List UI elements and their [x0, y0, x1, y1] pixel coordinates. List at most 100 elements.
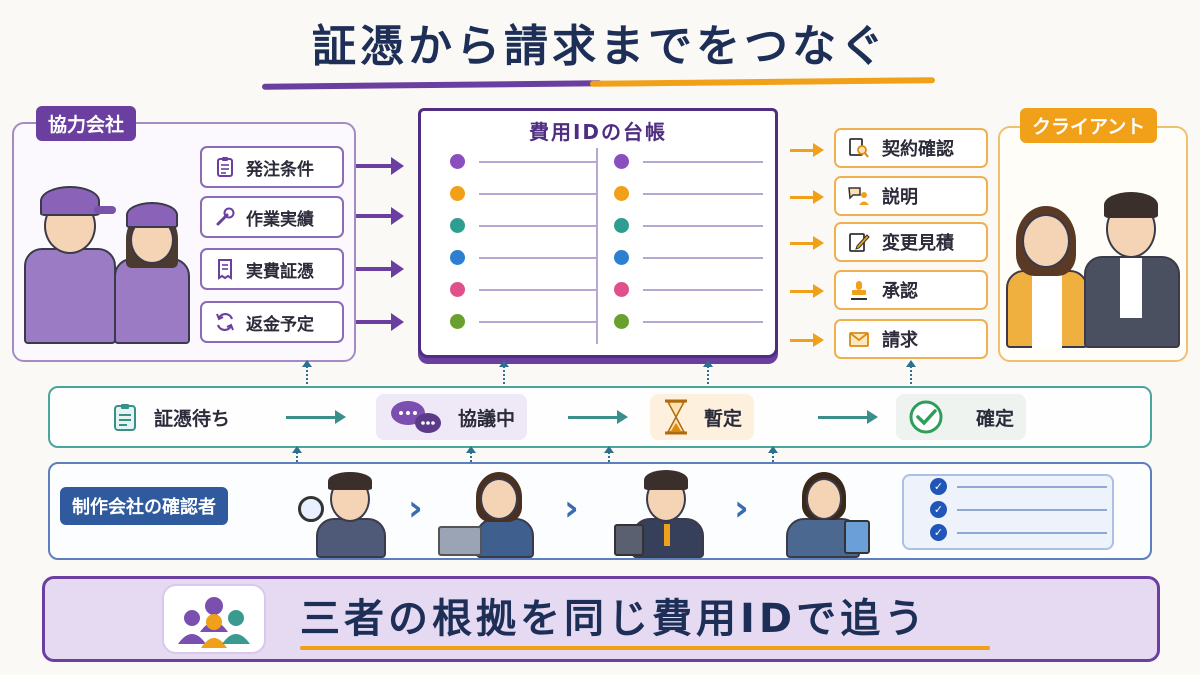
- hourglass-icon: [662, 399, 690, 435]
- status-label: 証憑待ち: [154, 407, 231, 430]
- ledger-row: [614, 314, 763, 329]
- status-label: 協議中: [458, 407, 516, 430]
- status-confirmed[interactable]: 確定: [896, 394, 1027, 440]
- ledger-line: [643, 288, 763, 291]
- client-item-label: 契約確認: [882, 139, 954, 160]
- client-item-approval[interactable]: 承認: [834, 270, 988, 310]
- ledger-row: [614, 250, 763, 265]
- client-item-change-estimate[interactable]: 変更見積: [834, 222, 988, 262]
- flow-arrow: [568, 410, 628, 424]
- status-label: 確定: [976, 407, 1015, 430]
- ledger-row: [450, 250, 597, 265]
- dotted-arrow-up: [604, 446, 614, 470]
- ledger-dot: [614, 250, 629, 265]
- partner-item-label: 返金予定: [246, 314, 314, 335]
- partner-item-work-results[interactable]: 作業実績: [200, 196, 344, 238]
- ledger-dot: [450, 314, 465, 329]
- summary-text: 三者の根拠を同じ費用IDで追う: [300, 596, 929, 642]
- ledger-line: [479, 224, 597, 227]
- chat-person-icon: [848, 185, 870, 207]
- ledger-dot: [450, 154, 465, 169]
- checklist-row: ✓: [930, 501, 1107, 518]
- ledger-row: [614, 186, 763, 201]
- reviewer-label: 制作会社の確認者: [60, 487, 228, 525]
- stamp-icon: [848, 279, 870, 301]
- check-icon: ✓: [930, 478, 947, 495]
- ledger-line: [479, 160, 597, 163]
- ledger-dot: [450, 250, 465, 265]
- dotted-arrow-up: [292, 446, 302, 470]
- partner-item-order-terms[interactable]: 発注条件: [200, 146, 344, 188]
- summary-underline: [300, 646, 990, 650]
- wrench-icon: [214, 206, 236, 228]
- client-man-illustration: [1082, 184, 1182, 350]
- ledger-line: [643, 256, 763, 259]
- page-title: 証憑から請求までをつなぐ: [312, 21, 888, 72]
- arrow-to-ledger: [356, 157, 404, 175]
- chevron-right-icon: ›: [564, 488, 579, 529]
- document-search-icon: [848, 137, 870, 159]
- group-icon: [162, 584, 266, 654]
- client-item-label: 承認: [882, 281, 918, 302]
- ledger-dot: [614, 186, 629, 201]
- clipboard-icon: [214, 156, 236, 178]
- ledger-row: [450, 154, 597, 169]
- arrow-to-client: [790, 333, 824, 347]
- partner-label: 協力会社: [36, 106, 137, 141]
- ledger-row: [450, 186, 597, 201]
- client-woman-illustration: [1004, 200, 1090, 350]
- ledger-line: [479, 320, 597, 323]
- check-circle-icon: [908, 399, 944, 435]
- partner-item-refund-plan[interactable]: 返金予定: [200, 301, 344, 343]
- receipt-icon: [214, 258, 236, 280]
- ledger-line: [479, 256, 597, 259]
- partner-worker-female-illustration: [112, 198, 192, 346]
- arrow-to-client: [790, 236, 824, 250]
- checklist-row: ✓: [930, 524, 1107, 541]
- title-underline-purple: [261, 80, 603, 90]
- reviewer-magnifier-illustration: [296, 470, 388, 558]
- reviewer-clipboard-illustration: [610, 468, 706, 558]
- ledger-row: [450, 282, 597, 297]
- checklist-row: ✓: [930, 478, 1107, 495]
- ledger-row: [450, 314, 597, 329]
- dotted-arrow-up: [703, 360, 713, 384]
- dotted-arrow-up: [906, 360, 916, 384]
- partner-worker-male-illustration: [20, 178, 120, 346]
- reviewer-pointing-illustration: [776, 470, 876, 558]
- ledger-dot: [614, 218, 629, 233]
- status-label: 暫定: [704, 407, 743, 430]
- status-in-discussion[interactable]: 協議中: [376, 394, 528, 440]
- ledger-row: [450, 218, 597, 233]
- ledger-dot: [450, 282, 465, 297]
- partner-item-label: 発注条件: [246, 159, 314, 180]
- edit-icon: [848, 231, 870, 253]
- ledger-line: [643, 160, 763, 163]
- checklist-icon: [110, 402, 140, 432]
- dotted-arrow-up: [499, 360, 509, 384]
- ledger-row: [614, 282, 763, 297]
- status-provisional[interactable]: 暫定: [650, 394, 755, 440]
- client-item-label: 説明: [882, 187, 918, 208]
- status-awaiting-evidence[interactable]: 証憑待ち: [98, 394, 242, 440]
- client-item-label: 請求: [882, 330, 918, 351]
- envelope-icon: [848, 328, 870, 350]
- arrow-to-client: [790, 284, 824, 298]
- arrow-to-ledger: [356, 207, 404, 225]
- client-item-contract-check[interactable]: 契約確認: [834, 128, 988, 168]
- check-icon: ✓: [930, 524, 947, 541]
- client-item-invoice[interactable]: 請求: [834, 319, 988, 359]
- ledger-dot: [450, 218, 465, 233]
- arrow-to-ledger: [356, 313, 404, 331]
- partner-item-expense-evidence[interactable]: 実費証憑: [200, 248, 344, 290]
- ledger-dot: [614, 154, 629, 169]
- refresh-icon: [214, 311, 236, 333]
- ledger-dot: [450, 186, 465, 201]
- flow-arrow: [818, 410, 878, 424]
- partner-item-label: 実費証憑: [246, 261, 314, 282]
- chat-bubbles-icon: [388, 399, 444, 435]
- client-item-explanation[interactable]: 説明: [834, 176, 988, 216]
- title-underline-orange: [589, 77, 936, 87]
- dotted-arrow-up: [302, 360, 312, 384]
- ledger-dot: [614, 282, 629, 297]
